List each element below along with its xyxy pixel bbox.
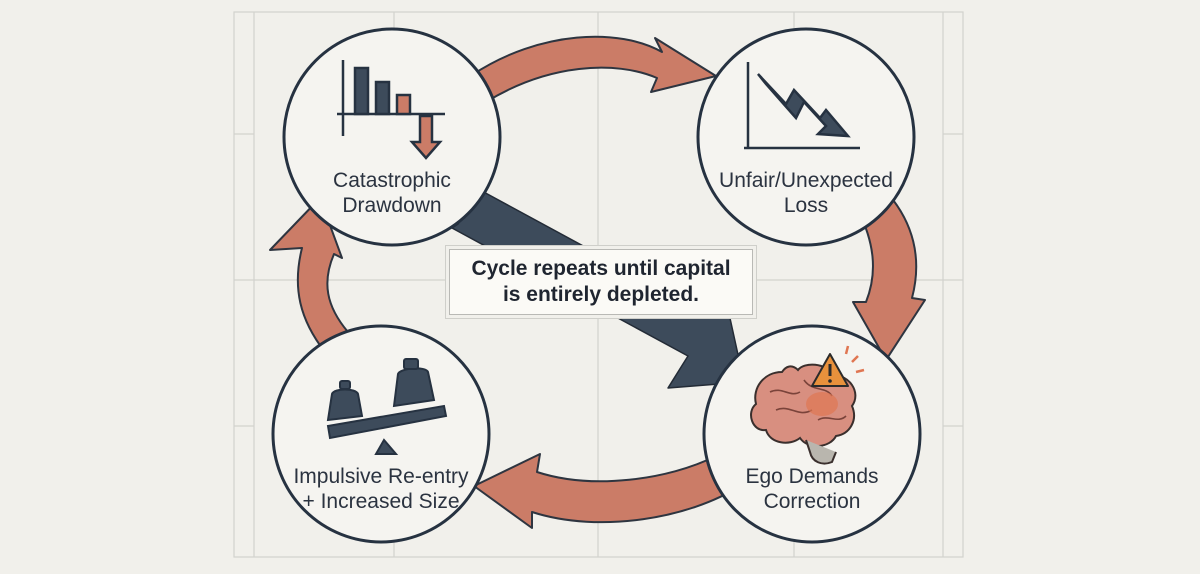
background-grid <box>233 11 964 558</box>
center-note-line: Cycle repeats until capital <box>471 257 731 280</box>
label-line: Correction <box>763 490 861 513</box>
circle-unfair-loss <box>696 27 916 247</box>
circle-impulsive-reentry <box>271 324 491 544</box>
label-unfair-loss: Unfair/Unexpected Loss <box>696 168 916 218</box>
bar-chart-decline-icon <box>337 60 445 160</box>
label-catastrophic-drawdown: Catastrophic Drawdown <box>282 168 502 218</box>
label-ego-demands: Ego Demands Correction <box>702 464 922 514</box>
brain-warning-icon <box>750 345 865 465</box>
center-note: Cycle repeats until capital is entirely … <box>449 249 753 315</box>
weight-scale-icon <box>326 358 448 455</box>
label-line: Loss <box>783 194 829 217</box>
label-line: Catastrophic <box>333 169 451 192</box>
label-line: Ego Demands <box>745 465 879 488</box>
label-line: + Increased Size <box>302 490 460 513</box>
arrow-right <box>852 187 926 361</box>
arrow-bottom <box>473 453 741 529</box>
label-line: Unfair/Unexpected <box>719 169 893 192</box>
label-impulsive-reentry: Impulsive Re-entry + Increased Size <box>271 464 491 514</box>
label-line: Drawdown <box>342 194 442 217</box>
circle-catastrophic-drawdown <box>282 27 502 247</box>
downtrend-chart-icon <box>744 62 860 150</box>
label-line: Impulsive Re-entry <box>293 465 469 488</box>
arrow-top <box>471 35 717 103</box>
center-note-line: is entirely depleted. <box>502 283 700 306</box>
cycle-arrows <box>269 35 926 529</box>
